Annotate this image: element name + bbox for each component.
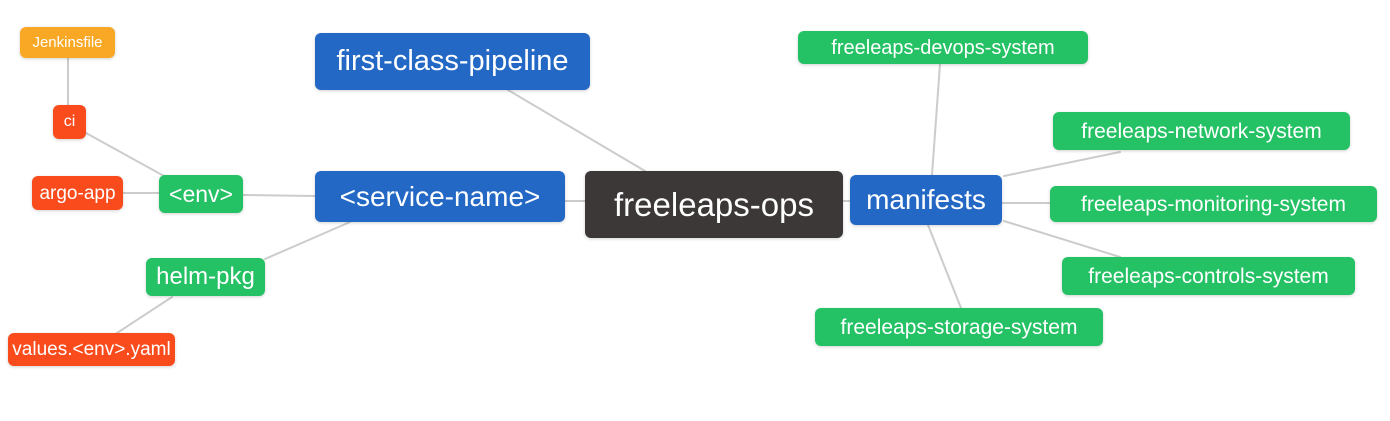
node-ci[interactable]: ci [53,105,86,139]
edge-pipeline-freeleaps-ops [507,89,646,172]
node-helm-pkg[interactable]: helm-pkg [146,258,265,296]
edge-manifests-storage [927,224,962,309]
node-freeleaps-controls-system[interactable]: freeleaps-controls-system [1062,257,1355,295]
node-first-class-pipeline[interactable]: first-class-pipeline [315,33,590,90]
node-freeleaps-monitoring-system[interactable]: freeleaps-monitoring-system [1050,186,1377,222]
node-freeleaps-devops-system[interactable]: freeleaps-devops-system [798,31,1088,64]
node-env[interactable]: <env> [159,175,243,213]
edge-manifests-network [1003,151,1121,177]
node-jenkinsfile[interactable]: Jenkinsfile [20,27,115,58]
node-freeleaps-ops[interactable]: freeleaps-ops [585,171,843,238]
node-argo-app[interactable]: argo-app [32,176,123,210]
edge-manifests-devops [931,63,941,176]
node-manifests[interactable]: manifests [850,175,1002,225]
node-freeleaps-storage-system[interactable]: freeleaps-storage-system [815,308,1103,346]
edge-env-service-name [242,194,316,197]
node-service-name[interactable]: <service-name> [315,171,565,222]
node-values-env-yaml[interactable]: values.<env>.yaml [8,333,175,366]
node-freeleaps-network-system[interactable]: freeleaps-network-system [1053,112,1350,150]
edge-manifests-controls [1003,220,1121,258]
edge-values-helm-pkg [116,296,173,334]
edge-helm-pkg-service-name [264,221,351,260]
edge-ci-env [85,132,165,177]
